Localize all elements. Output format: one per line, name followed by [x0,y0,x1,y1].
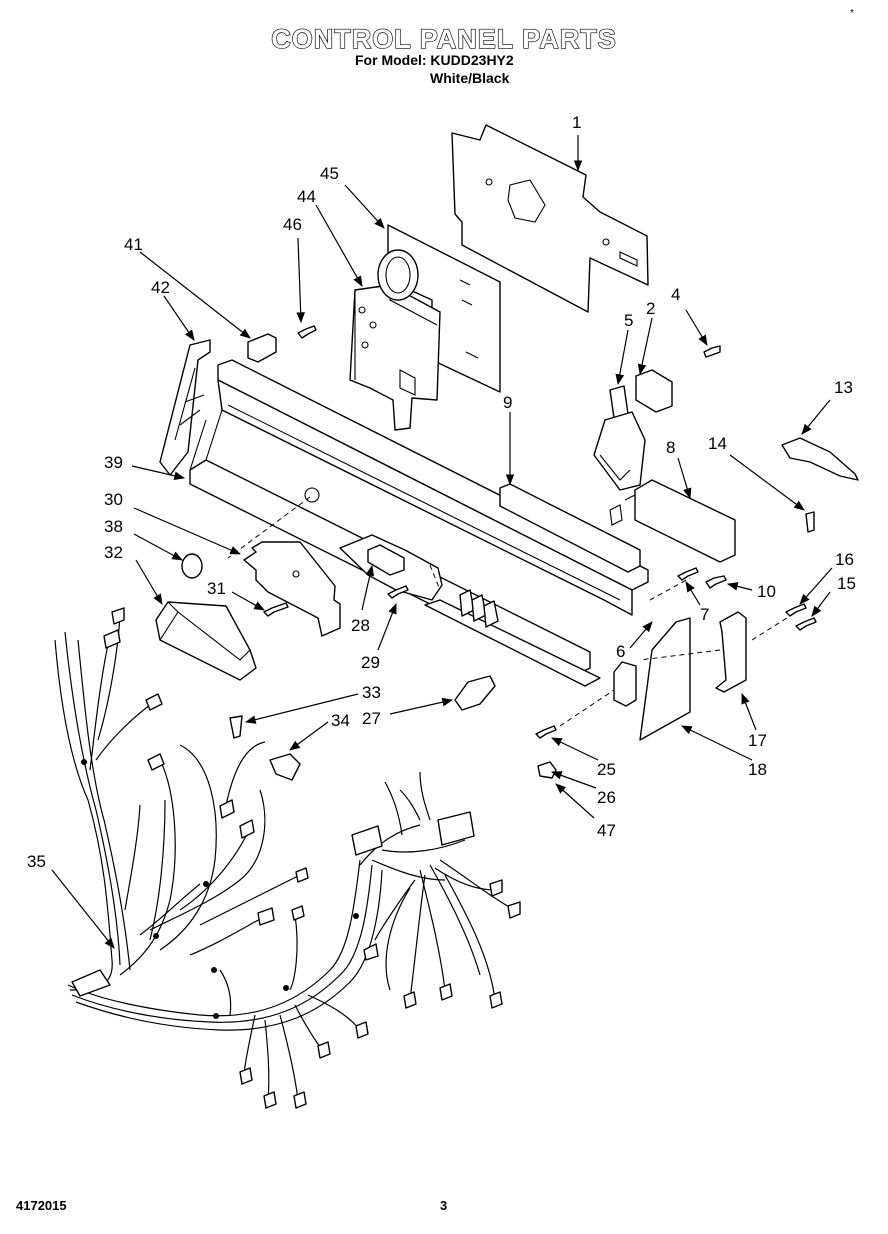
part-26-clip [537,761,557,779]
part-10-screw [705,575,727,589]
callout-15: 15 [837,574,856,593]
callout-8: 8 [666,438,675,457]
callout-27: 27 [362,709,381,728]
document-number: 4172015 [16,1198,67,1213]
callout-47: 47 [597,821,616,840]
callout-31: 31 [207,579,226,598]
callout-14: 14 [708,434,727,453]
callout-7: 7 [700,605,709,624]
part-35-wiring-harness [54,607,521,1109]
callout-10: 10 [757,582,776,601]
callout-38: 38 [104,517,123,536]
callout-30: 30 [104,490,123,509]
part-30-bracket [243,541,341,637]
callout-18: 18 [748,760,767,779]
page-title: CONTROL PANEL PARTS [271,23,617,54]
callout-5: 5 [624,311,633,330]
part-29-screw [387,585,409,599]
callout-35: 35 [27,852,46,871]
callout-32: 32 [104,543,123,562]
callout-42: 42 [151,278,170,297]
callout-13: 13 [834,378,853,397]
callout-2: 2 [646,299,655,318]
model-line: For Model: KUDD23HY2 [355,52,514,68]
part-18-right-end-cap [639,617,691,741]
callout-25: 25 [597,760,616,779]
part-15-screw [795,617,817,631]
callout-44: 44 [297,187,316,206]
callout-16: 16 [835,550,854,569]
part-13-lever [781,437,859,481]
callout-6: 6 [616,642,625,661]
color-variant: White/Black [430,70,510,86]
part-46-screw [297,325,317,339]
callout-41: 41 [124,235,143,254]
part-33-screw [229,715,243,739]
callout-45: 45 [320,164,339,183]
part-39-console-trim [189,359,649,677]
callout-1: 1 [572,113,581,132]
leader-lines [51,135,833,949]
part-14-screw [805,511,815,533]
part-42-left-end-cap [159,339,211,476]
part-27-pad-area [424,589,601,711]
callout-17: 17 [748,731,767,750]
callout-26: 26 [597,788,616,807]
callout-33: 33 [362,683,381,702]
part-6-latch [613,661,637,707]
part-28-mounting-plate [339,534,443,601]
part-34-clip [269,753,301,781]
callout-9: 9 [503,393,512,412]
callout-46: 46 [283,215,302,234]
part-7-screw [677,567,699,581]
callout-34: 34 [331,711,350,730]
page-number: 3 [440,1198,448,1213]
part-16-screw [785,603,807,617]
part-1-console-plate [451,124,649,313]
part-17-bracket [715,611,747,693]
part-2-bracket [635,369,673,413]
callout-29: 29 [361,653,380,672]
part-4-screw [703,345,721,358]
part-25-screw [535,725,557,739]
callout-39: 39 [104,453,123,472]
part-44-selector-switch [349,249,441,431]
callout-labels: 1 2 4 5 6 7 8 9 10 13 14 15 16 17 18 25 … [27,113,856,871]
callout-4: 4 [671,285,680,304]
callout-28: 28 [351,616,370,635]
part-32-light-housing [155,601,257,681]
corner-mark: * [850,8,854,19]
part-8-switch-housing [609,479,736,563]
part-5-switch [593,385,646,491]
part-38-button [181,553,203,579]
part-31-screw [263,602,289,617]
part-41-bracket [247,333,277,363]
